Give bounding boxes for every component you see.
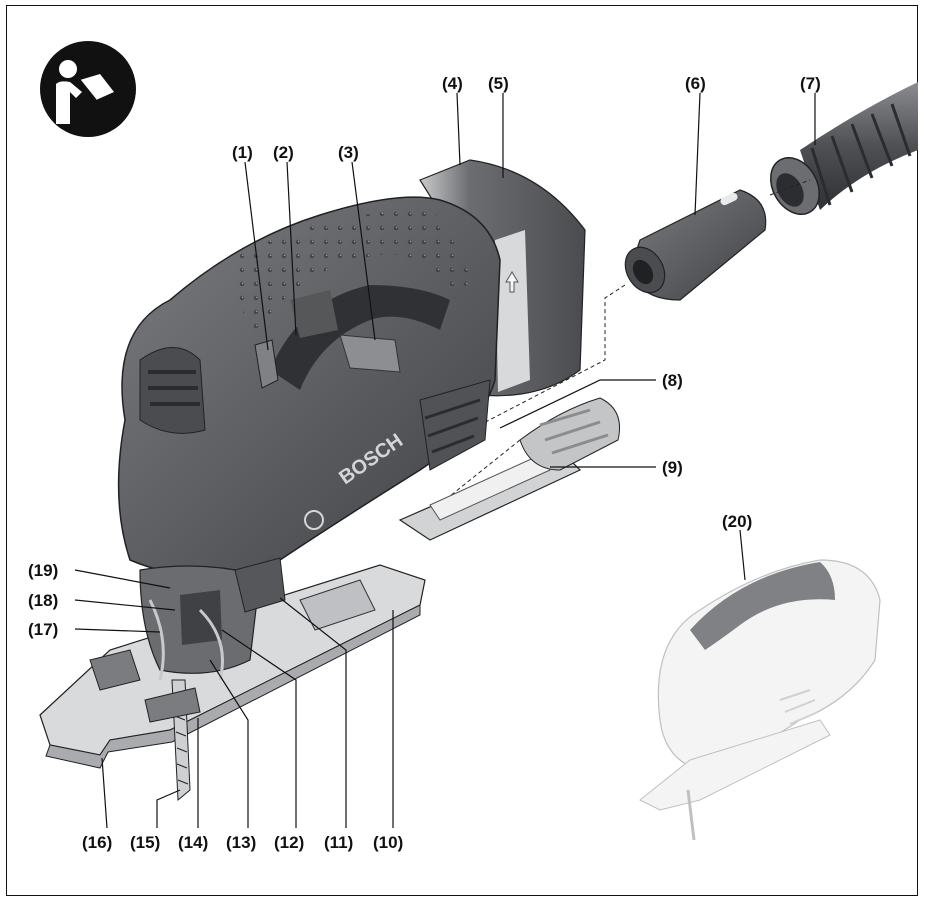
callout-8: (8) [662, 371, 683, 390]
callout-20: (20) [722, 512, 752, 531]
callout-2: (2) [273, 143, 294, 162]
callout-15: (15) [130, 833, 160, 852]
ghost-tool [639, 559, 881, 841]
extraction-adapter [624, 189, 767, 301]
callout-14: (14) [178, 833, 208, 852]
figure-frame [6, 5, 918, 896]
callout-10: (10) [373, 833, 403, 852]
callout-6: (6) [685, 74, 706, 93]
callouts: (1) (2) (3) (4) (5) (6) (7) (8) (9) (10)… [28, 74, 821, 852]
callout-13: (13) [226, 833, 256, 852]
leader-lines [74, 92, 816, 829]
callout-5: (5) [488, 74, 509, 93]
callout-9: (9) [662, 458, 683, 477]
extraction-hose [770, 82, 918, 215]
blade-mechanism [89, 557, 286, 802]
read-manual-icon [40, 41, 136, 137]
callout-16: (16) [82, 833, 112, 852]
callout-4: (4) [442, 74, 463, 93]
chip-guard [398, 397, 620, 541]
callout-18: (18) [28, 591, 58, 610]
callout-7: (7) [800, 74, 821, 93]
callout-19: (19) [28, 561, 58, 580]
callout-12: (12) [274, 833, 304, 852]
callout-1: (1) [232, 143, 253, 162]
callout-17: (17) [28, 620, 58, 639]
callout-3: (3) [338, 143, 359, 162]
callout-11: (11) [324, 833, 353, 852]
